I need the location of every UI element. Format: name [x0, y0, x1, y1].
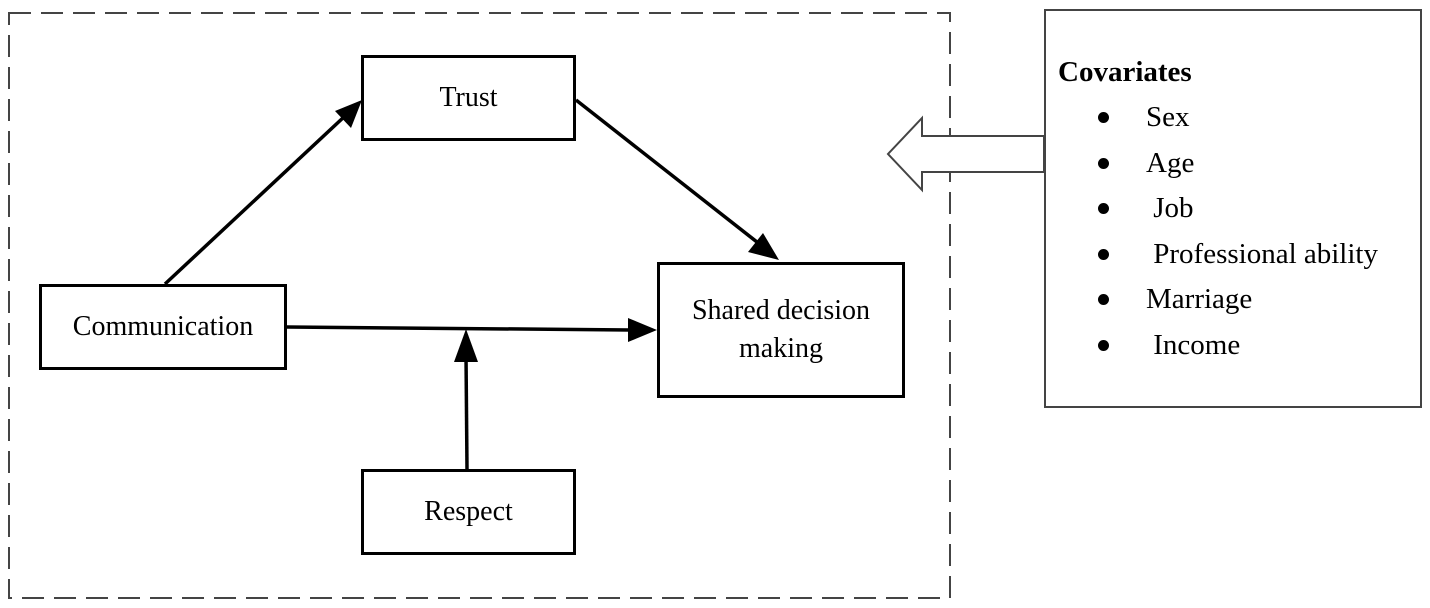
arrow-communication-to-shared-decision-making	[286, 318, 657, 342]
covariate-label: Sex	[1146, 101, 1190, 133]
covariate-label: Marriage	[1146, 283, 1253, 315]
covariate-label: Age	[1146, 146, 1195, 179]
covariates-box: Covariates Sex Age Job Professional abil…	[1044, 9, 1422, 408]
arrow-communication-to-trust	[163, 100, 362, 286]
covariate-item: Professional ability	[1098, 232, 1420, 278]
covariate-item: Age	[1098, 141, 1420, 187]
covariate-item: Income	[1098, 323, 1420, 369]
covariate-label: Professional ability	[1146, 237, 1378, 270]
bullet-icon	[1098, 248, 1109, 260]
respect-node: Respect	[361, 469, 576, 555]
arrow-respect-to-path	[454, 329, 478, 470]
communication-label: Communication	[72, 311, 254, 342]
bullet-icon	[1098, 112, 1109, 123]
dashed-model-frame	[8, 12, 951, 599]
bullet-icon	[1098, 203, 1109, 214]
bullet-icon	[1098, 294, 1109, 305]
communication-node: Communication	[39, 284, 287, 370]
bullet-icon	[1098, 339, 1109, 351]
trust-label: Trust	[439, 82, 498, 113]
bullet-icon	[1098, 157, 1109, 169]
covariates-list: Sex Age Job Professional ability Marriag…	[1058, 95, 1420, 368]
covariate-label: Job	[1146, 192, 1194, 224]
covariates-hollow-arrow	[886, 115, 1045, 193]
shared-decision-making-node: Shared decision making	[657, 262, 905, 398]
arrow-trust-to-shared-decision-making	[574, 98, 779, 260]
covariate-label: Income	[1146, 328, 1241, 361]
covariates-title: Covariates	[1058, 56, 1192, 88]
covariate-item: Job	[1098, 186, 1420, 232]
respect-label: Respect	[424, 496, 513, 527]
shared-decision-making-label: Shared decision making	[691, 295, 871, 364]
trust-node: Trust	[361, 55, 576, 141]
covariate-item: Sex	[1098, 95, 1420, 141]
covariate-item: Marriage	[1098, 277, 1420, 323]
